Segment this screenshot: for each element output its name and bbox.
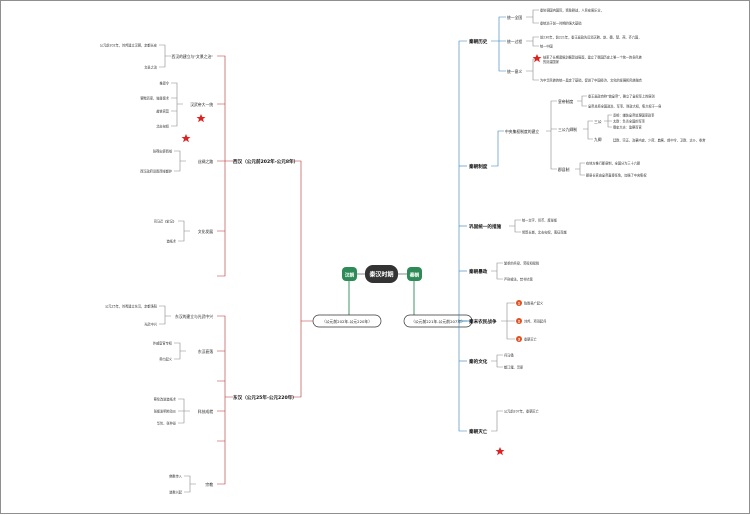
- han-e-f1: 公元25年，刘秀建立东汉，定都洛阳: [105, 304, 157, 309]
- qin-emperor-e1: 秦王嬴政自称"始皇帝"，确立了皇权至上的原则: [588, 94, 655, 99]
- han-wudi-a3: 盐铁官营: [156, 109, 169, 114]
- han-religion-r2: 道教兴起: [169, 490, 183, 495]
- han-w-wudi-label: 汉武帝大一统: [190, 102, 213, 107]
- uprising-num-3: 3: [518, 337, 521, 341]
- qin-tyranny-label: 秦朝暴政: [468, 268, 488, 275]
- qin-fall-f1: 公元前207年，秦朝灭亡: [504, 409, 540, 414]
- qin-unify-significance: 统一意义: [507, 69, 522, 74]
- qin-emperor-e2: 皇帝总揽全国政治、军事、财政大权，集大权于一身: [588, 104, 661, 109]
- han-w-f2: 文景之治: [144, 65, 158, 70]
- qin-measures-label: 巩固统一的措施: [469, 223, 502, 230]
- qin-unify-label: 统一全国: [507, 15, 522, 20]
- qin-tyranny-t2: 严刑峻法，焚书坑儒: [504, 277, 533, 282]
- han-religion-r1: 佛教传入: [169, 474, 183, 479]
- han-w-founding-label: 西汉的建立与"文景之治": [172, 54, 214, 59]
- qin-culture-c1: 兵马俑: [504, 353, 514, 358]
- star-icon: [196, 114, 206, 123]
- qin-local-l1: 在地方推行郡县制，全国分为三十六郡: [586, 161, 641, 166]
- qin-tyranny-t1: 繁重的兵役、劳役和赋税: [504, 261, 540, 266]
- qin-measures-m1: 统一文字、货币、度量衡: [522, 218, 558, 223]
- qin-unify-process: 统一过程: [507, 39, 522, 44]
- qin-local-l2: 郡县长官由皇帝直接任免，加强了中央集权: [586, 173, 647, 178]
- han-east-label: 东汉（公元25年-公元220年）: [233, 394, 297, 401]
- han-e-religion-label: 宗教: [205, 482, 213, 487]
- qin-unify-c3: 为中华民族的统一奠定了基础，促进了中国经济、文化的发展和民族融合: [540, 78, 643, 83]
- qin-san: 三公: [594, 119, 602, 124]
- han-e-tech-label: 科技成就: [198, 409, 213, 414]
- number-badge-3: [516, 336, 522, 342]
- qin-three-lords: 三公九卿制: [558, 127, 577, 132]
- qin-culture-label: 秦的文化: [468, 358, 488, 365]
- center-node[interactable]: [365, 265, 398, 283]
- qin-measures-m2: 修筑长城，北击匈奴，南征百越: [522, 230, 567, 235]
- qin-jiu: 九卿: [594, 137, 602, 142]
- han-decline-d1: 外戚宦官专权: [153, 341, 173, 346]
- han-decline-d2: 黄巾起义: [159, 357, 173, 362]
- han-west-label: 西汉（公元前202年-公元8年）: [233, 158, 298, 165]
- han-culture-c2: 造纸术: [166, 239, 176, 244]
- qin-summary-label: 秦朝历史: [468, 38, 488, 45]
- han-wudi-a4: 北击匈奴: [156, 124, 170, 129]
- uprising-num-1: 1: [518, 301, 521, 305]
- han-w-f1: 公元前202年，刘邦建立汉朝，定都长安: [100, 43, 157, 48]
- han-tech-t3: 华佗、张仲景: [157, 421, 176, 426]
- center-title: 秦汉时期: [368, 271, 393, 279]
- han-w-culture-label: 文化发展: [198, 229, 213, 234]
- qin-fall-label: 秦朝灭亡: [468, 428, 488, 435]
- qin-unify-c2: 的封建国家: [543, 59, 560, 64]
- han-wudi-a2: 罢黜百家，独尊儒术: [140, 96, 169, 101]
- han-e-f2: 光武中兴: [144, 322, 158, 327]
- star-icon: [532, 54, 542, 63]
- qin-local: 郡县制: [558, 167, 570, 172]
- han-w-silk-label: 丝绸之路: [198, 159, 213, 164]
- qin-culture-c2: 都江堰、灵渠: [504, 365, 524, 370]
- qin-uprising-u2: 刘邦、项羽起兵: [524, 319, 547, 324]
- qin-jiu1: 廷尉、宗正、治粟内史、少府、典客、郎中令、卫尉、太仆、奉常: [613, 138, 705, 143]
- number-badge-1: [516, 300, 522, 306]
- number-badge-2: [516, 318, 522, 324]
- han-silk-s2: 西汉政府设置西域都护: [140, 169, 172, 174]
- qin-unify-a1: 秦协调国内国际，奖励耕战，人民安居乐业，: [540, 8, 604, 13]
- qin-unify-b2: 统一中国: [540, 44, 553, 49]
- qin-node[interactable]: [407, 267, 422, 281]
- star-icon: [181, 134, 191, 143]
- qin-san2: 太尉：负责全国的军事: [613, 119, 646, 124]
- qin-label: 秦朝: [410, 271, 420, 278]
- qin-unify-a2: 秦统治于前一时期的强大基础: [540, 21, 581, 26]
- han-e-decline-label: 东汉衰落: [198, 349, 213, 354]
- qin-uprising-label: 秦末农民战争: [468, 318, 497, 325]
- qin-period: （公元前221年-公元前207年）: [411, 319, 465, 324]
- qin-uprising-u3: 秦朝灭亡: [524, 337, 538, 342]
- qin-emperor: 皇帝制度: [558, 99, 573, 104]
- han-tech-t2: 张衡发明地动仪: [154, 409, 177, 414]
- han-wudi-a1: 推恩令: [159, 81, 169, 86]
- han-silk-s1: 张骞出使西域: [153, 149, 173, 154]
- qin-uprising-u1: 陈胜吴广起义: [524, 301, 544, 306]
- uprising-num-2: 2: [518, 319, 521, 323]
- han-tech-t1: 蔡伦改进造纸术: [154, 397, 177, 402]
- han-period: （公元前202年-公元220年）: [322, 319, 372, 324]
- han-culture-c1: 司马迁《史记》: [154, 219, 176, 224]
- qin-system-top: 秦朝制度: [468, 163, 488, 170]
- han-label: 汉朝: [345, 271, 355, 278]
- han-node[interactable]: [342, 267, 357, 281]
- qin-system-label: 中央集权制度的建立: [505, 129, 539, 134]
- star-icon: [495, 447, 505, 456]
- qin-unify-c1: 结束了长期诸侯割据混战局面，建立了我国历史上第一个统一的多民族: [543, 55, 643, 60]
- han-e-founding-label: 东汉的建立与光武中兴: [175, 314, 213, 319]
- qin-san3: 御史大夫：监察百官: [613, 125, 642, 130]
- qin-unify-b1: 前230年，前221年，秦王嬴政先后消灭韩、赵、魏、楚、燕、齐六国，: [540, 35, 641, 40]
- qin-san1: 丞相：辅佐皇帝处理国家政事: [613, 113, 655, 118]
